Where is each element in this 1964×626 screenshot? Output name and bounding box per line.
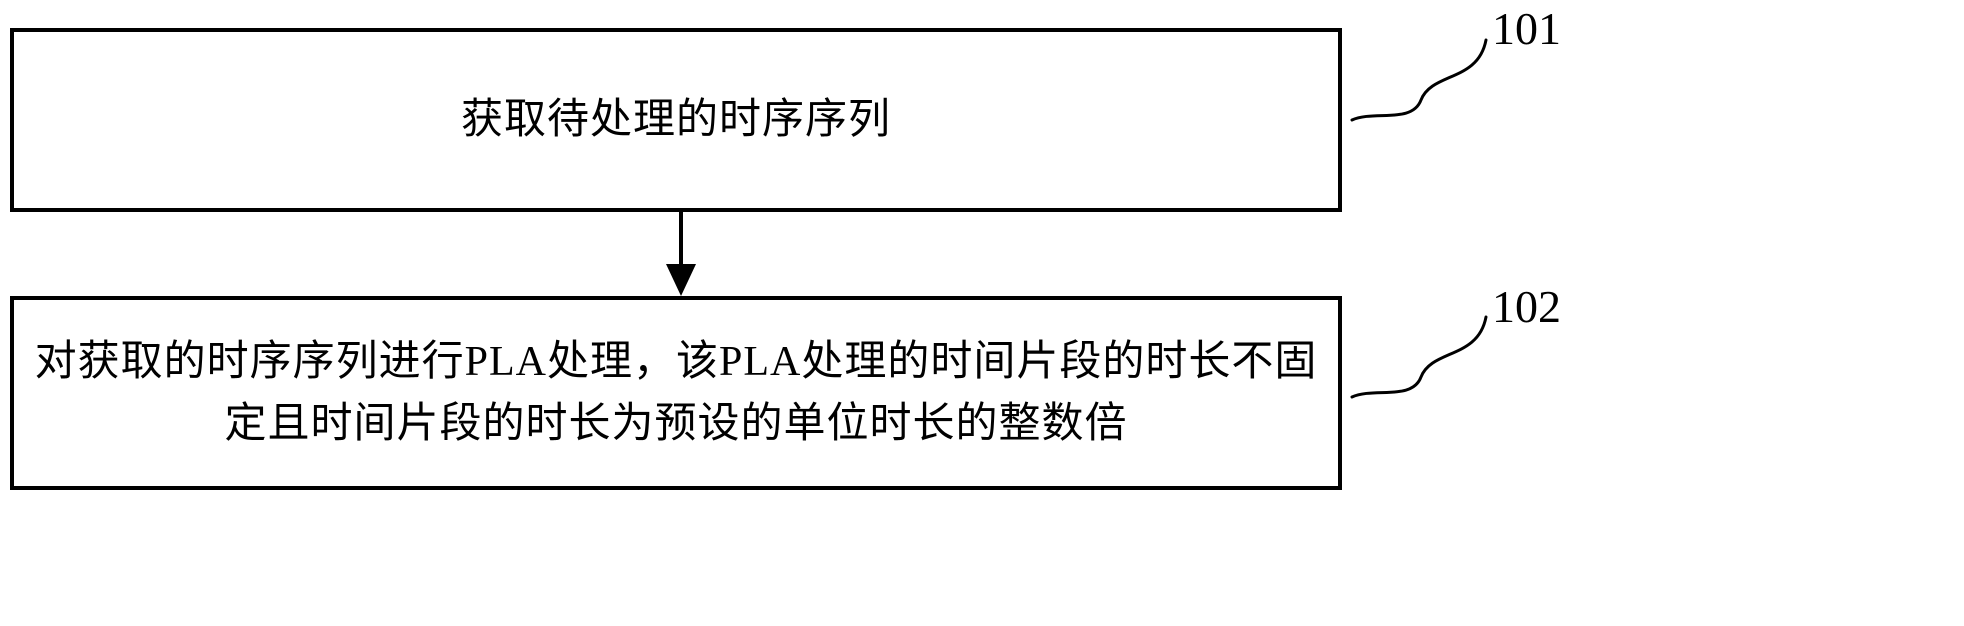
leader-curve-101 bbox=[1350, 38, 1488, 122]
flow-step-101-text: 获取待处理的时序序列 bbox=[460, 97, 891, 143]
reference-numeral-101: 101 bbox=[1492, 3, 1561, 54]
flow-step-box-102: 对获取的时序序列进行PLA处理，该PLA处理的时间片段的时长不固 定且时间片段的… bbox=[10, 296, 1342, 490]
arrow-head-icon bbox=[666, 264, 696, 296]
reference-numeral-102: 102 bbox=[1492, 281, 1561, 332]
leader-curve-102 bbox=[1350, 315, 1488, 399]
flow-step-102-text-line2: 定且时间片段的时长为预设的单位时长的整数倍 bbox=[224, 401, 1128, 447]
flow-step-102-text-line1: 对获取的时序序列进行PLA处理，该PLA处理的时间片段的时长不固 bbox=[34, 339, 1318, 385]
flow-step-box-101: 获取待处理的时序序列 bbox=[10, 28, 1342, 212]
